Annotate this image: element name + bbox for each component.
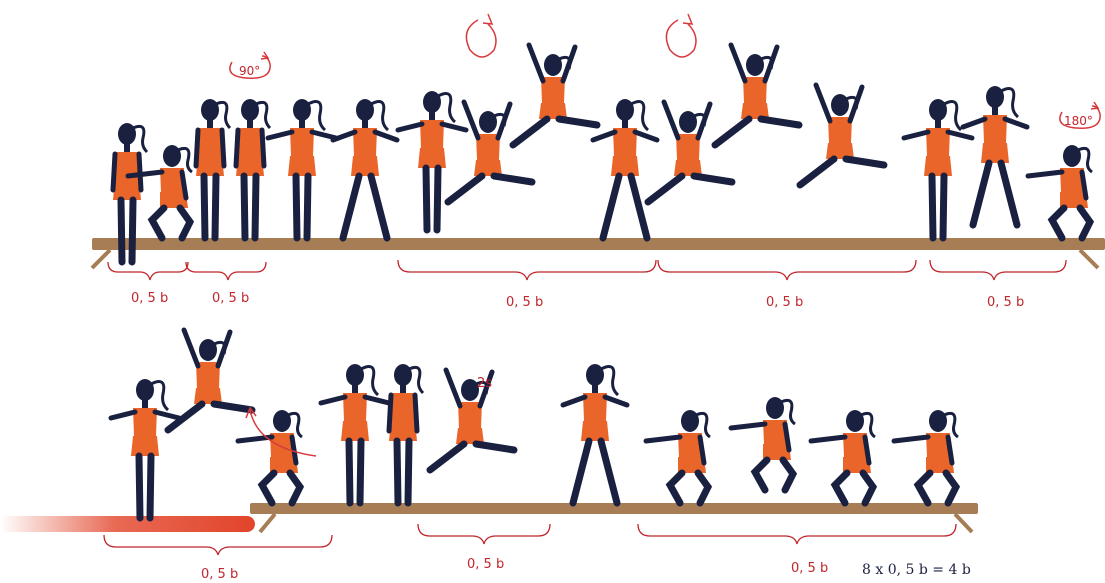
runway xyxy=(0,516,255,532)
hold-time-label: 2s xyxy=(477,376,492,391)
bottom-row-figures xyxy=(111,330,958,518)
spin-loop-1 xyxy=(466,14,496,57)
rotation-180-label: 180° xyxy=(1064,114,1093,128)
top-braces: 0, 5 b 0, 5 b 0, 5 b 0, 5 b 0, 5 b xyxy=(108,260,1066,310)
top-brace-label-5: 0, 5 b xyxy=(987,295,1024,310)
top-brace-label-2: 0, 5 b xyxy=(212,291,249,306)
top-beam xyxy=(92,238,1105,268)
top-brace-label-4: 0, 5 b xyxy=(766,295,803,310)
rotation-90-annotation: 90° xyxy=(230,52,270,78)
rotation-180-annotation: 180° xyxy=(1060,102,1100,128)
spin-loop-2 xyxy=(666,14,696,57)
bottom-brace-label-1: 0, 5 b xyxy=(201,567,238,582)
top-brace-label-1: 0, 5 b xyxy=(131,291,168,306)
top-brace-label-3: 0, 5 b xyxy=(506,295,543,310)
bottom-brace-label-3: 0, 5 b xyxy=(791,561,828,576)
rotation-90-label: 90° xyxy=(239,64,260,78)
bottom-braces: 0, 5 b 0, 5 b 0, 5 b 8 x 0, 5 b = 4 b xyxy=(104,524,971,582)
bottom-brace-label-2: 0, 5 b xyxy=(467,557,504,572)
total-score-label: 8 x 0, 5 b = 4 b xyxy=(862,562,971,578)
